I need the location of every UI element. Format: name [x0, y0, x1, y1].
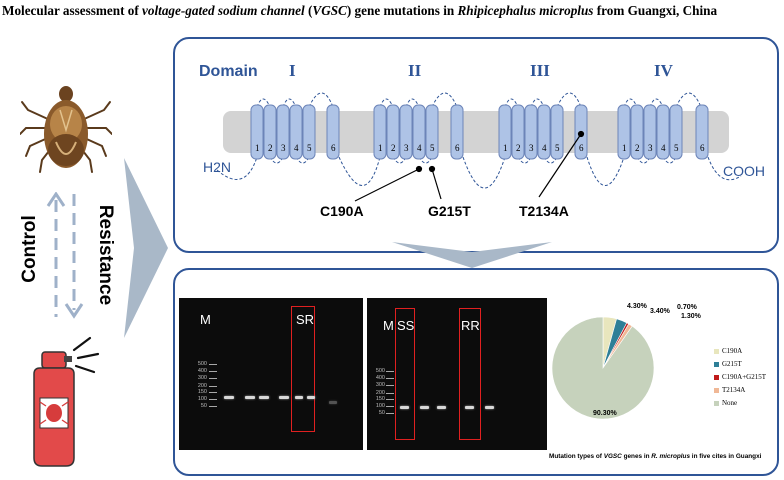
gel-image-left: M SR 500 400 300 200 150 100 50	[179, 298, 363, 450]
gel-left-sr-label: SR	[296, 312, 315, 327]
gel-band	[400, 406, 409, 409]
pie-label-none: 90.30%	[593, 410, 617, 417]
n-terminus-label: H2N	[203, 159, 232, 175]
mutation-pie-chart	[551, 316, 655, 420]
gel-band	[245, 396, 255, 399]
gel-band	[259, 396, 269, 399]
legend-swatch-c190a-g215t	[714, 375, 719, 380]
gel-right-rr-box	[459, 308, 481, 440]
legend-label-none: None	[722, 399, 738, 407]
domain-label: Domain	[199, 63, 258, 80]
pie-slice-none	[551, 316, 655, 420]
segment-numbers: 1 2 3 4 5 6 1 2 3 4 5 6 1 2 3 4 5 6 1 2 …	[255, 143, 705, 153]
legend-label-t2134a: T2134A	[722, 386, 746, 394]
gel-band	[224, 396, 234, 399]
domain-IV-label: IV	[654, 61, 673, 80]
legend-swatch-none	[714, 401, 719, 406]
pie-label-g215t: 3.40%	[650, 308, 670, 315]
pie-label-c190a-g215t: 0.70%	[677, 304, 697, 311]
control-arrow	[46, 192, 66, 317]
resistance-arrow	[64, 194, 84, 319]
gel-band	[295, 396, 303, 399]
gel-band	[307, 396, 315, 399]
insecticide-spray-icon	[33, 336, 100, 467]
gel-band	[485, 406, 494, 409]
down-chevron-icon	[392, 242, 552, 268]
flow-chevron-icon	[124, 158, 168, 338]
pie-label-c190a: 4.30%	[627, 303, 647, 310]
resistance-label: Resistance	[95, 204, 116, 306]
domain-I-label: I	[289, 61, 296, 80]
channel-structure-panel: Domain I II III IV	[173, 37, 779, 253]
pie-label-t2134a: 1.30%	[681, 313, 701, 320]
channel-diagram	[216, 92, 742, 202]
gel-right-ss-label: SS	[397, 318, 415, 333]
figure-title: Molecular assessment of voltage-gated so…	[2, 3, 718, 18]
gel-band	[329, 401, 337, 404]
gel-left-sr-box	[291, 306, 315, 432]
domain-III-label: III	[530, 61, 550, 80]
gel-right-ss-box	[395, 308, 415, 440]
domain-II-label: II	[408, 61, 422, 80]
legend-label-c190a: C190A	[722, 347, 743, 355]
results-panel: M SR 500 400 300 200 150 100 50 M SS RR …	[173, 268, 779, 476]
c-terminus-label: COOH	[723, 163, 765, 179]
legend-label-g215t: G215T	[722, 360, 742, 368]
legend-label-c190a-g215t: C190A+G215T	[722, 373, 767, 381]
membrane	[223, 111, 729, 153]
control-label: Control	[19, 215, 40, 283]
gel-band	[465, 406, 474, 409]
legend-swatch-g215t	[714, 362, 719, 367]
gel-right-rr-label: RR	[461, 318, 480, 333]
gel-band	[420, 406, 429, 409]
legend-swatch-t2134a	[714, 388, 719, 393]
gel-left-marker-label: M	[200, 312, 211, 327]
mutation-label-t2134a: T2134A	[519, 203, 569, 219]
tick-illustration	[20, 86, 112, 173]
mutation-pointers	[354, 130, 585, 202]
mutation-label-c190a: C190A	[320, 203, 364, 219]
gel-band	[437, 406, 446, 409]
transmembrane-segments	[250, 104, 709, 160]
gel-right-marker-label: M	[383, 318, 394, 333]
mutation-label-g215t: G215T	[428, 203, 471, 219]
gel-band	[279, 396, 289, 399]
legend-swatch-c190a	[714, 349, 719, 354]
gel-image-right: M SS RR 500 400 300 200 150 100 50	[367, 298, 547, 450]
pie-caption: Mutation types of VGSC genes in R. micro…	[549, 453, 762, 460]
